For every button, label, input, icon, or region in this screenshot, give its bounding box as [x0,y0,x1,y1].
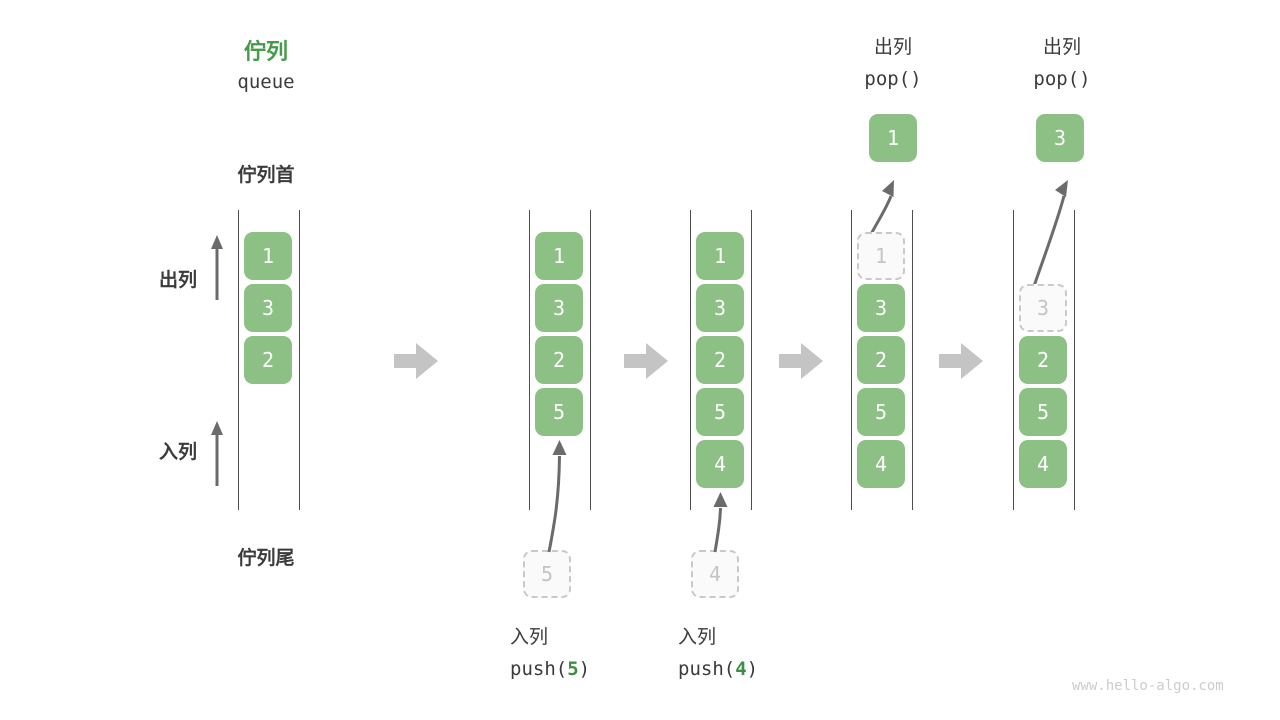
push-label-cn: 入列 [510,626,549,648]
push-code-suffix: ) [746,658,759,680]
transition-arrow [394,343,438,379]
push-code-prefix: push( [678,658,736,680]
queue-cell: 1 [535,232,583,280]
push-code-1: push(5) [510,658,590,680]
page-title-en: queue [237,71,295,93]
queue-tail-label: 佇列尾 [237,547,295,569]
queue-rail-right-3 [912,210,913,510]
queue-head-label: 佇列首 [237,164,295,186]
queue-cell: 5 [696,388,744,436]
queue-cell: 2 [535,336,583,384]
incoming-ghost-cell: 5 [523,550,571,598]
queue-cell: 1 [696,232,744,280]
queue-rail-left-1 [529,210,530,510]
queue-cell: 3 [244,284,292,332]
popped-cell: 1 [869,114,917,162]
queue-cell: 2 [857,336,905,384]
popped-cell: 3 [1036,114,1084,162]
queue-cell: 4 [857,440,905,488]
queue-cell: 2 [696,336,744,384]
transition-arrow [624,343,668,379]
queue-rail-right-2 [751,210,752,510]
queue-cell: 5 [1019,388,1067,436]
queue-rail-left-3 [851,210,852,510]
queue-rail-left-0 [238,210,239,510]
queue-cell-ghost: 1 [857,232,905,280]
pop-label-cn: 出列 [1042,36,1081,58]
queue-cell: 3 [857,284,905,332]
queue-cell: 2 [244,336,292,384]
pop-label-cn: 出列 [873,36,912,58]
enqueue-direction-arrow [211,421,223,486]
queue-cell-ghost: 3 [1019,284,1067,332]
queue-rail-right-4 [1074,210,1075,510]
dequeue-direction-arrow [211,235,223,300]
pop-label-code: pop() [1033,68,1091,90]
page-title-cn: 佇列 [243,40,288,65]
push-code-2: push(4) [678,658,758,680]
enqueue-label: 入列 [158,441,197,463]
queue-cell: 2 [1019,336,1067,384]
incoming-ghost-cell: 4 [691,550,739,598]
push-code-suffix: ) [578,658,591,680]
queue-cell: 1 [244,232,292,280]
queue-cell: 4 [1019,440,1067,488]
queue-cell: 5 [857,388,905,436]
push-label-cn: 入列 [678,626,717,648]
queue-cell: 3 [696,284,744,332]
queue-cell: 5 [535,388,583,436]
push-code-value: 4 [735,658,747,680]
queue-rail-right-0 [299,210,300,510]
push-code-prefix: push( [510,658,568,680]
queue-rail-left-2 [690,210,691,510]
queue-rail-left-4 [1013,210,1014,510]
push-arrow [547,440,567,553]
queue-cell: 3 [535,284,583,332]
watermark: www.hello-algo.com [1072,678,1224,694]
dequeue-label: 出列 [158,269,197,291]
push-arrow [713,492,728,553]
queue-cell: 4 [696,440,744,488]
transition-arrow [939,343,983,379]
transition-arrow [779,343,823,379]
pop-label-code: pop() [864,68,922,90]
queue-rail-right-1 [590,210,591,510]
pop-arrow [1028,180,1068,299]
push-code-value: 5 [567,658,579,680]
